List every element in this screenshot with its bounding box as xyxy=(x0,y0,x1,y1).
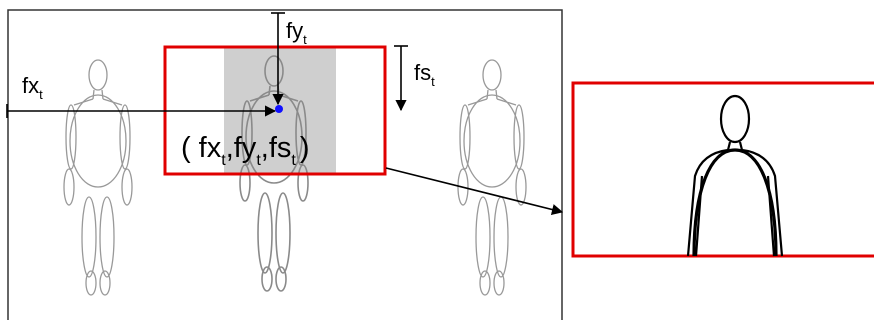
zoom-arrow xyxy=(385,167,564,215)
fx-label: fxt xyxy=(22,73,43,102)
person-left xyxy=(63,59,133,296)
tuple-label: (fxt,fyt,fst) xyxy=(181,132,310,169)
scene-frame xyxy=(7,9,563,320)
fs-label: fst xyxy=(414,60,435,89)
fy-label: fyt xyxy=(286,18,307,47)
person-right xyxy=(457,59,527,296)
focus-point xyxy=(275,105,283,113)
person-zoomed xyxy=(686,94,784,257)
zoomed-crop-view xyxy=(571,81,874,258)
